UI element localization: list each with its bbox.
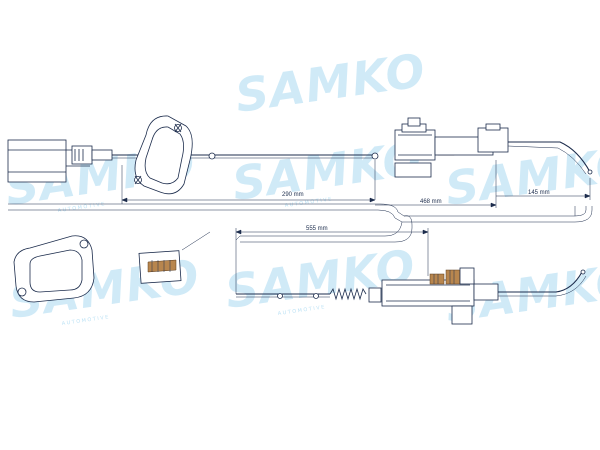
dimension-lower: 555 mm [306,226,328,232]
oval-bracket [134,115,193,195]
watermark-group: SAMKO AUTOMOTIVE SAMKO AUTOMOTIVE SAMKO … [2,43,600,333]
upper-cable-curved-end [508,141,591,173]
upper-dimensions: 290 mm 468 mm 145 mm [121,160,591,208]
coil-spring [329,287,367,301]
cable-clip [208,152,216,160]
adjuster-sleeve [394,117,509,178]
lower-cable-assembly: 555 mm [235,226,587,325]
dimension-upper-middle: 468 mm [420,199,442,205]
upper-cable-assembly [7,115,593,195]
dimension-upper-left: 290 mm [282,192,304,198]
cable-detail [138,231,211,284]
pedal-end-box [7,139,67,183]
watermark-brand-7: SAMKO [232,43,429,123]
mounting-gasket [13,235,95,303]
long-return-loop [8,203,593,243]
dimension-upper-right: 145 mm [528,190,550,196]
lower-cable-curved-end [498,271,583,293]
